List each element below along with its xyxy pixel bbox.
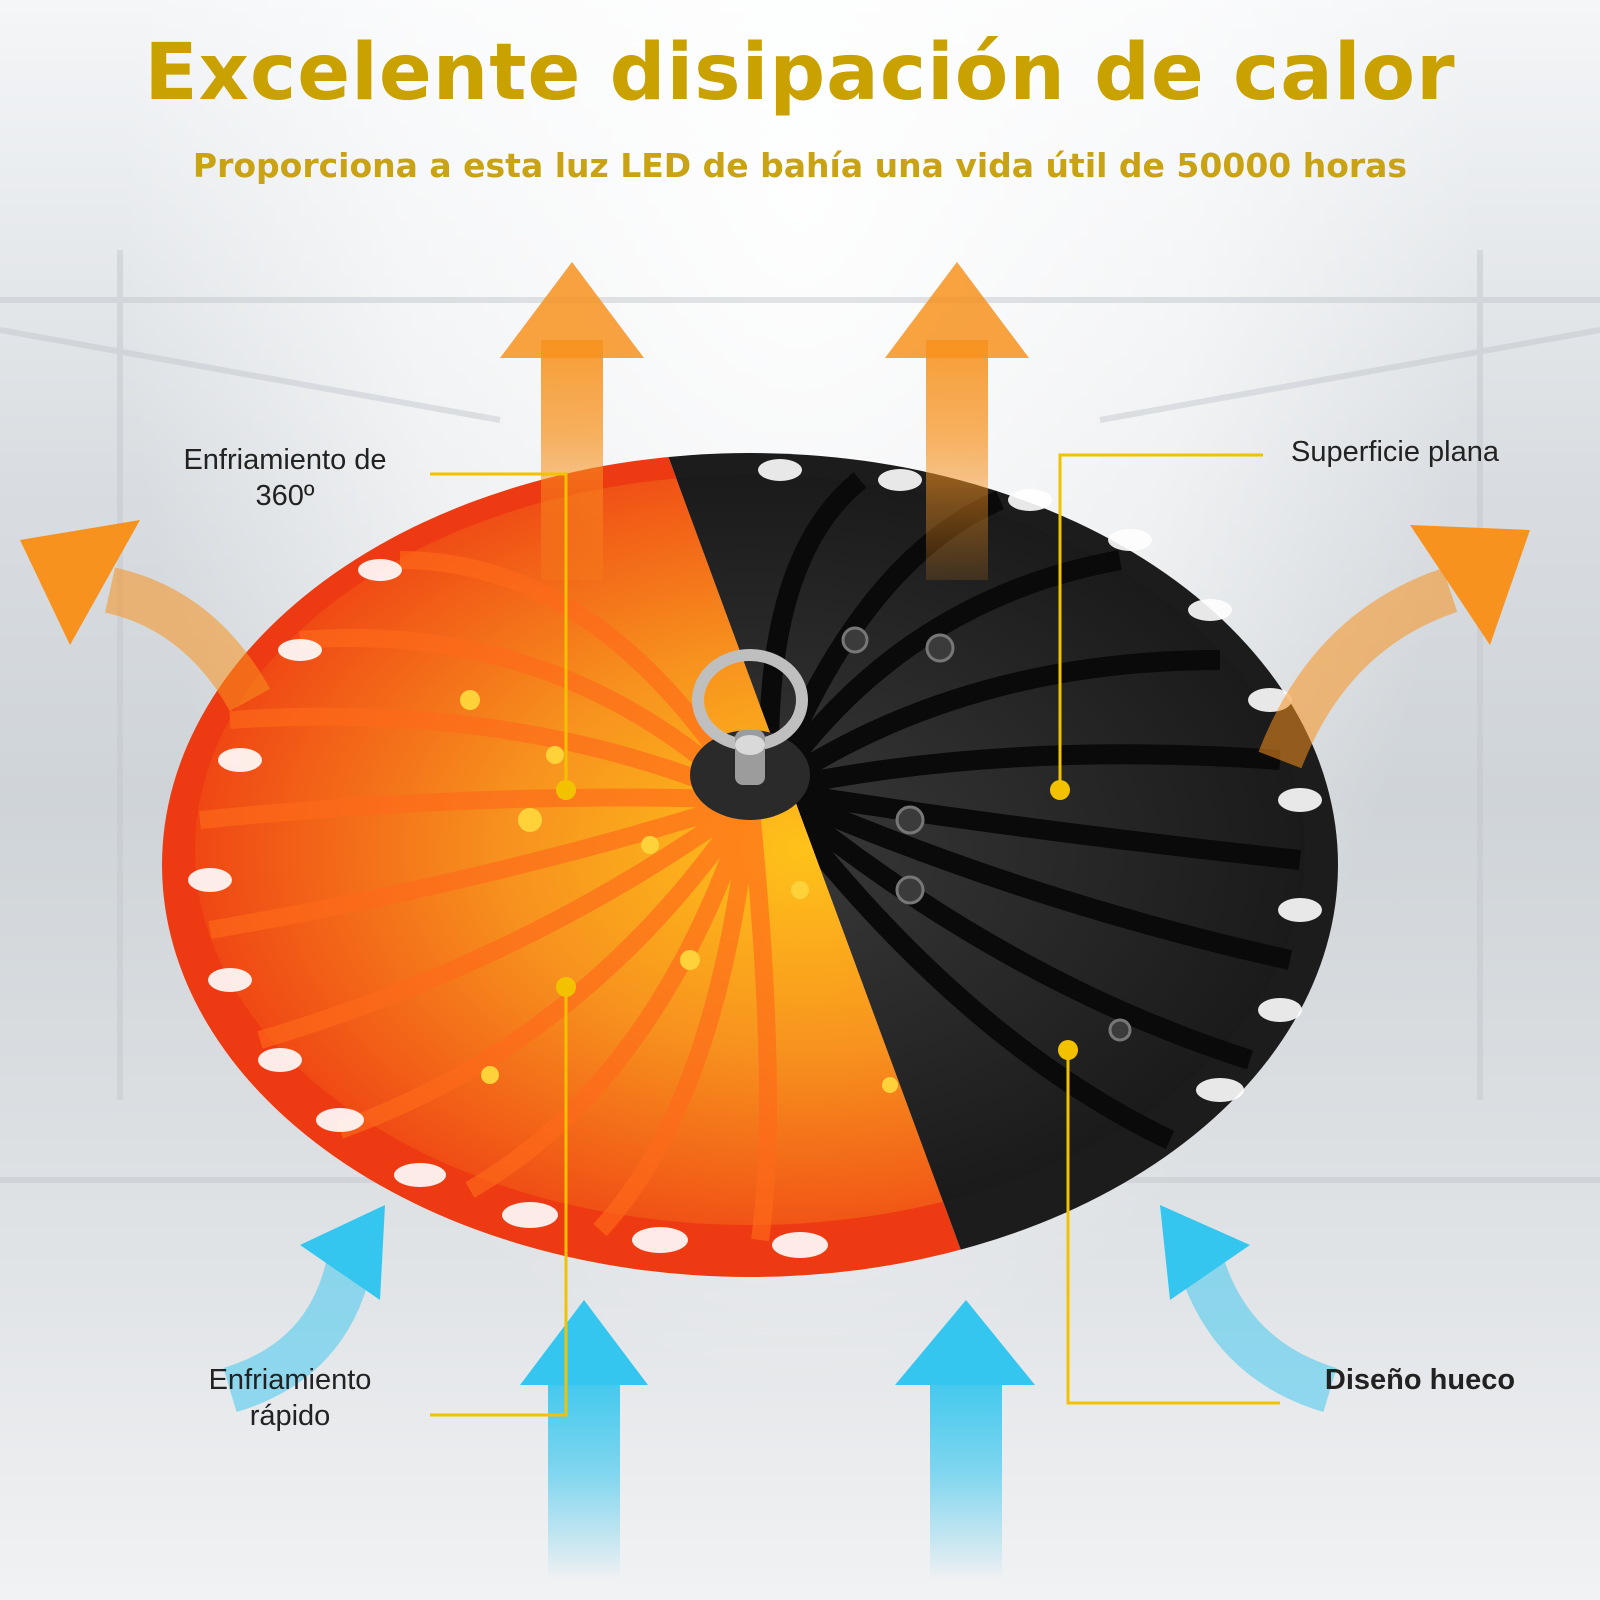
heat-arrow-right-up [885, 262, 1029, 580]
callout-360-cooling: Enfriamiento de 360º [183, 444, 387, 512]
callout-hollow-design: Diseño hueco [1324, 1364, 1516, 1396]
heat-arrow-left-curve [20, 520, 271, 712]
page-title: Excelente disipación de calor [144, 28, 1456, 118]
cool-arrow-left-curve [222, 1205, 385, 1413]
hanging-ring [690, 649, 810, 820]
heat-arrow-left-up [500, 262, 644, 580]
page-subtitle: Proporciona a esta luz LED de bahía una … [192, 146, 1408, 185]
cool-arrow-center-left [520, 1300, 648, 1580]
callout-flat-surface: Superficie plana [1291, 436, 1499, 468]
heat-arrow-right-curve [1258, 525, 1530, 769]
callout-rapid-cooling: Enfriamiento rápido [208, 1364, 372, 1432]
leader-dots [556, 780, 1078, 1060]
cool-arrow-center-right [895, 1300, 1035, 1580]
leader-lines [430, 453, 1280, 1417]
cool-arrow-right-curve [1160, 1205, 1338, 1413]
